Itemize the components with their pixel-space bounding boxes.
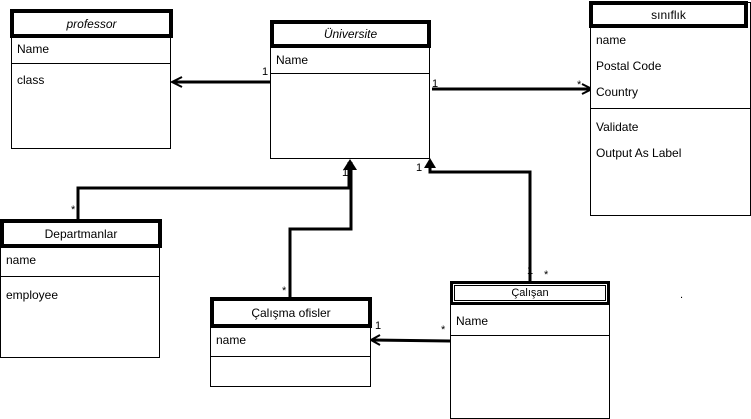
divider	[271, 73, 429, 74]
attribute-name: Name	[456, 314, 489, 328]
arrowhead-universite-right	[424, 158, 436, 168]
edge-calisma-universite[interactable]	[288, 162, 353, 297]
attribute-name: name	[6, 253, 37, 267]
class-name: sınıflık	[651, 7, 686, 22]
edge-calisan-universite[interactable]	[428, 162, 532, 282]
multiplicity-calisma-right: 1	[375, 320, 382, 332]
attribute-name: Name	[17, 42, 50, 56]
attribute-country: Country	[596, 85, 639, 99]
class-name: Departmanlar	[44, 226, 118, 241]
class-professor-title[interactable]: professor	[10, 9, 173, 38]
divider	[451, 335, 609, 336]
title-inner-border	[454, 285, 606, 301]
multiplicity-universite-right: 1	[416, 162, 423, 174]
divider	[211, 356, 370, 357]
edge-calisan-calisma[interactable]	[371, 338, 451, 343]
arrowhead-universite-bottom	[343, 159, 357, 170]
class-name: Çalışan	[511, 287, 549, 299]
class-name: Üniversite	[323, 27, 378, 41]
divider	[12, 63, 170, 64]
class-name: professor	[66, 16, 117, 31]
method-output-as-label: Output As Label	[596, 146, 682, 160]
class-calisma-ofisler-title[interactable]: Çalışma ofisler	[210, 297, 372, 328]
multiplicity-calisan-left: *	[441, 324, 446, 336]
class-calisan-title[interactable]: Çalışan	[450, 281, 610, 305]
divider	[1, 276, 159, 277]
class-name: Çalışma ofisler	[251, 305, 331, 320]
attribute-name: Name	[276, 53, 309, 67]
attribute-name: name	[596, 33, 627, 47]
class-universite-title[interactable]: Üniversite	[270, 20, 431, 48]
multiplicity-universite-professor: 1	[262, 66, 269, 78]
method-employee: employee	[6, 288, 59, 302]
arrowhead-professor	[169, 76, 183, 88]
attribute-postal-code: Postal Code	[596, 59, 662, 73]
multiplicity-universite-sinif-target: *	[577, 79, 582, 91]
method-class: class	[17, 73, 45, 87]
multiplicity-calisan-top-many: *	[544, 269, 549, 281]
stray-dot: .	[680, 289, 684, 301]
multiplicity-calisan-top-one: 1	[527, 265, 534, 277]
multiplicity-departmanlar: *	[71, 204, 76, 216]
divider	[591, 108, 750, 109]
attribute-name: name	[216, 333, 247, 347]
multiplicity-calisma-ofisler: *	[282, 285, 287, 297]
arrowhead-calisma	[368, 334, 381, 346]
edge-departmanlar-universite[interactable]	[76, 162, 351, 219]
class-departmanlar-title[interactable]: Departmanlar	[0, 219, 162, 248]
multiplicity-universite-bottom: 1	[342, 167, 349, 179]
multiplicity-universite-sinif-source: 1	[432, 78, 439, 90]
method-validate: Validate	[596, 120, 639, 134]
class-sinif[interactable]: name Postal Code Country Validate Output…	[590, 2, 751, 216]
class-sinif-title[interactable]: sınıflık	[589, 1, 748, 28]
